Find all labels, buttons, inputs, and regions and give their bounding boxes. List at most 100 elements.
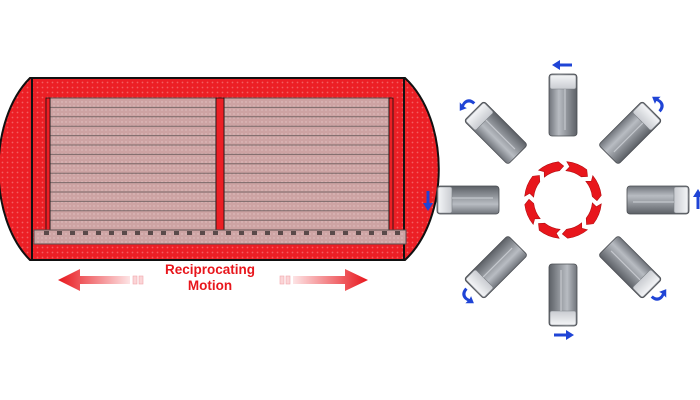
cylinder-body <box>464 236 527 299</box>
rail-slot <box>187 231 192 235</box>
container-positions <box>423 60 700 340</box>
right-arrow-tick-2 <box>285 275 291 285</box>
rotation-ring-arrow <box>538 222 561 239</box>
rail-slot <box>135 231 140 235</box>
rotation-ring-arrow <box>585 174 602 202</box>
rotation-direction-arrow <box>459 99 476 111</box>
basket-divider <box>215 97 225 232</box>
container-cylinder <box>423 185 500 215</box>
rotation-direction-arrow <box>554 330 574 340</box>
cylinder-cap <box>465 102 494 131</box>
container-cylinder <box>548 60 578 137</box>
rail-slot <box>44 231 49 235</box>
rail-slot <box>265 231 270 235</box>
rotation-direction-arrow <box>423 191 433 211</box>
cylinder-highlight <box>482 247 513 278</box>
rail-slot <box>148 231 153 235</box>
cylinder-highlight <box>610 250 641 281</box>
cylinder-cap <box>632 269 661 298</box>
rotation-ring-arrow <box>524 175 541 198</box>
cylinder-highlight <box>485 119 516 150</box>
rotation-diagram <box>423 60 700 340</box>
rotation-ring-arrow <box>561 222 589 239</box>
rail-slot <box>278 231 283 235</box>
rotation-ring-arrow <box>585 202 602 225</box>
blue-arrow-icon <box>552 60 572 70</box>
rail-slot <box>83 231 88 235</box>
rail-slot <box>57 231 62 235</box>
rotation-ring-arrow <box>524 198 541 226</box>
retort-vessel <box>0 77 440 261</box>
container-cylinder <box>462 236 527 304</box>
blue-arrow-icon <box>693 189 700 209</box>
basket-frame-right <box>388 97 394 232</box>
rotation-ring <box>524 161 602 239</box>
cart-rail <box>33 229 407 245</box>
rail-slot <box>252 231 257 235</box>
cylinder-cap <box>549 310 577 326</box>
right-arrow-tick-1 <box>279 275 285 285</box>
rail-slot <box>395 231 400 235</box>
rail-slot <box>174 231 179 235</box>
rail-slot <box>343 231 348 235</box>
rail-slot <box>369 231 374 235</box>
rotation-ring-arrow <box>537 161 565 178</box>
cylinder-cap <box>673 186 689 214</box>
blue-arrow-icon <box>423 191 433 211</box>
container-cylinder <box>459 99 527 164</box>
left-motion-arrow <box>58 269 130 291</box>
blue-arrow-icon <box>554 330 574 340</box>
rail-slot <box>291 231 296 235</box>
cylinder-body <box>599 101 662 164</box>
cylinder-cap <box>632 102 661 131</box>
left-arrow-tick-1 <box>132 275 138 285</box>
cylinder-body <box>599 236 662 299</box>
cylinder-body <box>548 263 578 327</box>
rotation-ring-arrow <box>565 161 588 178</box>
rotation-direction-arrow <box>462 287 474 304</box>
cylinder-body <box>548 73 578 137</box>
container-cylinder <box>548 263 578 340</box>
rail-slot <box>317 231 322 235</box>
cylinder-body <box>436 185 500 215</box>
rail-slot <box>200 231 205 235</box>
cylinder-cap <box>465 269 494 298</box>
rail-slot <box>226 231 231 235</box>
rail-slot <box>239 231 244 235</box>
reciprocating-arrows <box>58 269 368 291</box>
container-cylinder <box>626 185 700 215</box>
cylinder-cap <box>549 74 577 90</box>
cart-rail-slots <box>44 231 400 235</box>
container-cylinder <box>599 236 667 301</box>
label-line-1: Reciprocating <box>164 262 256 277</box>
reciprocating-motion-label: Reciprocating Motion <box>150 262 270 294</box>
rail-slot <box>109 231 114 235</box>
tray-layers <box>50 106 389 221</box>
rail-slot <box>161 231 166 235</box>
rail-slot <box>213 231 218 235</box>
blue-curved-arrow-icon <box>462 287 474 304</box>
cylinder-cap <box>437 186 453 214</box>
rotation-direction-arrow <box>552 60 572 70</box>
blue-curved-arrow-icon <box>650 289 667 301</box>
rail-slot <box>70 231 75 235</box>
right-motion-arrow <box>293 269 368 291</box>
rail-slot <box>122 231 127 235</box>
label-line-2: Motion <box>187 278 233 293</box>
cylinder-body <box>626 185 690 215</box>
rotation-direction-arrow <box>650 289 667 301</box>
rotation-direction-arrow <box>652 96 664 113</box>
rail-slot <box>96 231 101 235</box>
cylinder-body <box>464 101 527 164</box>
rail-slot <box>330 231 335 235</box>
rail-slot <box>382 231 387 235</box>
cylinder-highlight <box>613 122 644 153</box>
rail-slot <box>304 231 309 235</box>
basket-frame-left <box>45 97 51 232</box>
blue-curved-arrow-icon <box>652 96 664 113</box>
left-arrow-tick-2 <box>138 275 144 285</box>
container-cylinder <box>599 96 664 164</box>
rotation-direction-arrow <box>693 189 700 209</box>
blue-curved-arrow-icon <box>459 99 476 111</box>
